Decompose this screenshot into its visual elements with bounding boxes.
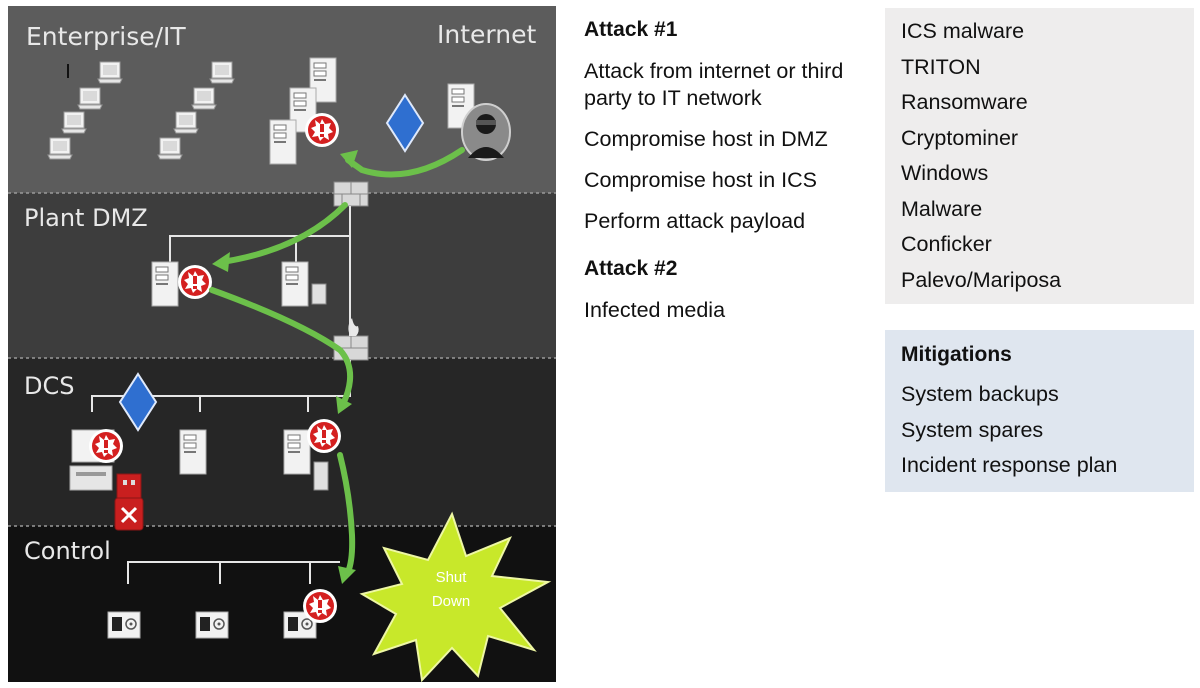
zone-label-dmz: Plant DMZ [24, 204, 148, 232]
zone-label-enterprise: Enterprise/IT [26, 22, 186, 51]
server-icon [151, 261, 179, 307]
attack2-step: Infected media [584, 298, 726, 322]
malware-icon [305, 113, 339, 147]
server-icon [283, 429, 329, 491]
zone-label-dcs: DCS [24, 372, 74, 400]
threat-item: Conficker [901, 232, 992, 256]
server-icon [179, 429, 207, 475]
shutdown-text-line2: Down [432, 593, 470, 610]
hacker-icon [461, 103, 511, 161]
mitigations-title: Mitigations [901, 343, 1012, 366]
attack1-step: Compromise host in ICS [584, 168, 817, 192]
mitigations-box: Mitigations System backups System spares… [885, 330, 1194, 492]
threat-item: ICS malware [901, 19, 1025, 43]
server-icon [281, 261, 327, 307]
threat-item: Ransomware [901, 90, 1028, 114]
zone-label-internet: Internet [437, 20, 536, 49]
malware-icon [307, 419, 341, 453]
shutdown-burst: Shut Down [359, 511, 552, 683]
attack1-title: Attack #1 [584, 18, 678, 41]
shutdown-text-line1: Shut [436, 569, 468, 586]
controller-icon [107, 611, 141, 639]
threat-item: TRITON [901, 54, 981, 79]
threat-item: Malware [901, 196, 983, 221]
usb-drive-icon [114, 473, 144, 531]
malware-icon [303, 589, 337, 623]
attack-description: Attack #1 Attack from internet or third … [584, 12, 874, 324]
threat-item: Palevo/Mariposa [901, 267, 1062, 292]
attack1-step: Compromise host in DMZ [584, 127, 828, 151]
control-network-line [127, 561, 340, 584]
zone-label-control: Control [24, 537, 111, 565]
malware-icon [178, 265, 212, 299]
mitigation-item: System spares [901, 417, 1044, 442]
mitigation-item: Incident response plan [901, 453, 1118, 477]
network-attack-diagram: Enterprise/IT Internet Plant DMZ DCS Con… [8, 6, 556, 683]
attack-path-arrow [209, 147, 465, 575]
mitigation-item: System backups [901, 382, 1059, 406]
threats-box: ICS malware TRITON Ransomware Cryptomine… [885, 8, 1194, 304]
malware-icon [89, 429, 123, 463]
controller-icon [195, 611, 229, 639]
firewall-icon [333, 181, 369, 207]
attack1-step: Perform attack payload [584, 209, 806, 233]
attack1-step: Attack from internet or third party to I… [584, 59, 844, 110]
attack2-title: Attack #2 [584, 257, 678, 280]
threat-item: Windows [901, 161, 989, 185]
threat-item: Cryptominer [901, 125, 1019, 150]
arrowhead-icon [212, 150, 358, 584]
zone-dividers [8, 192, 556, 527]
